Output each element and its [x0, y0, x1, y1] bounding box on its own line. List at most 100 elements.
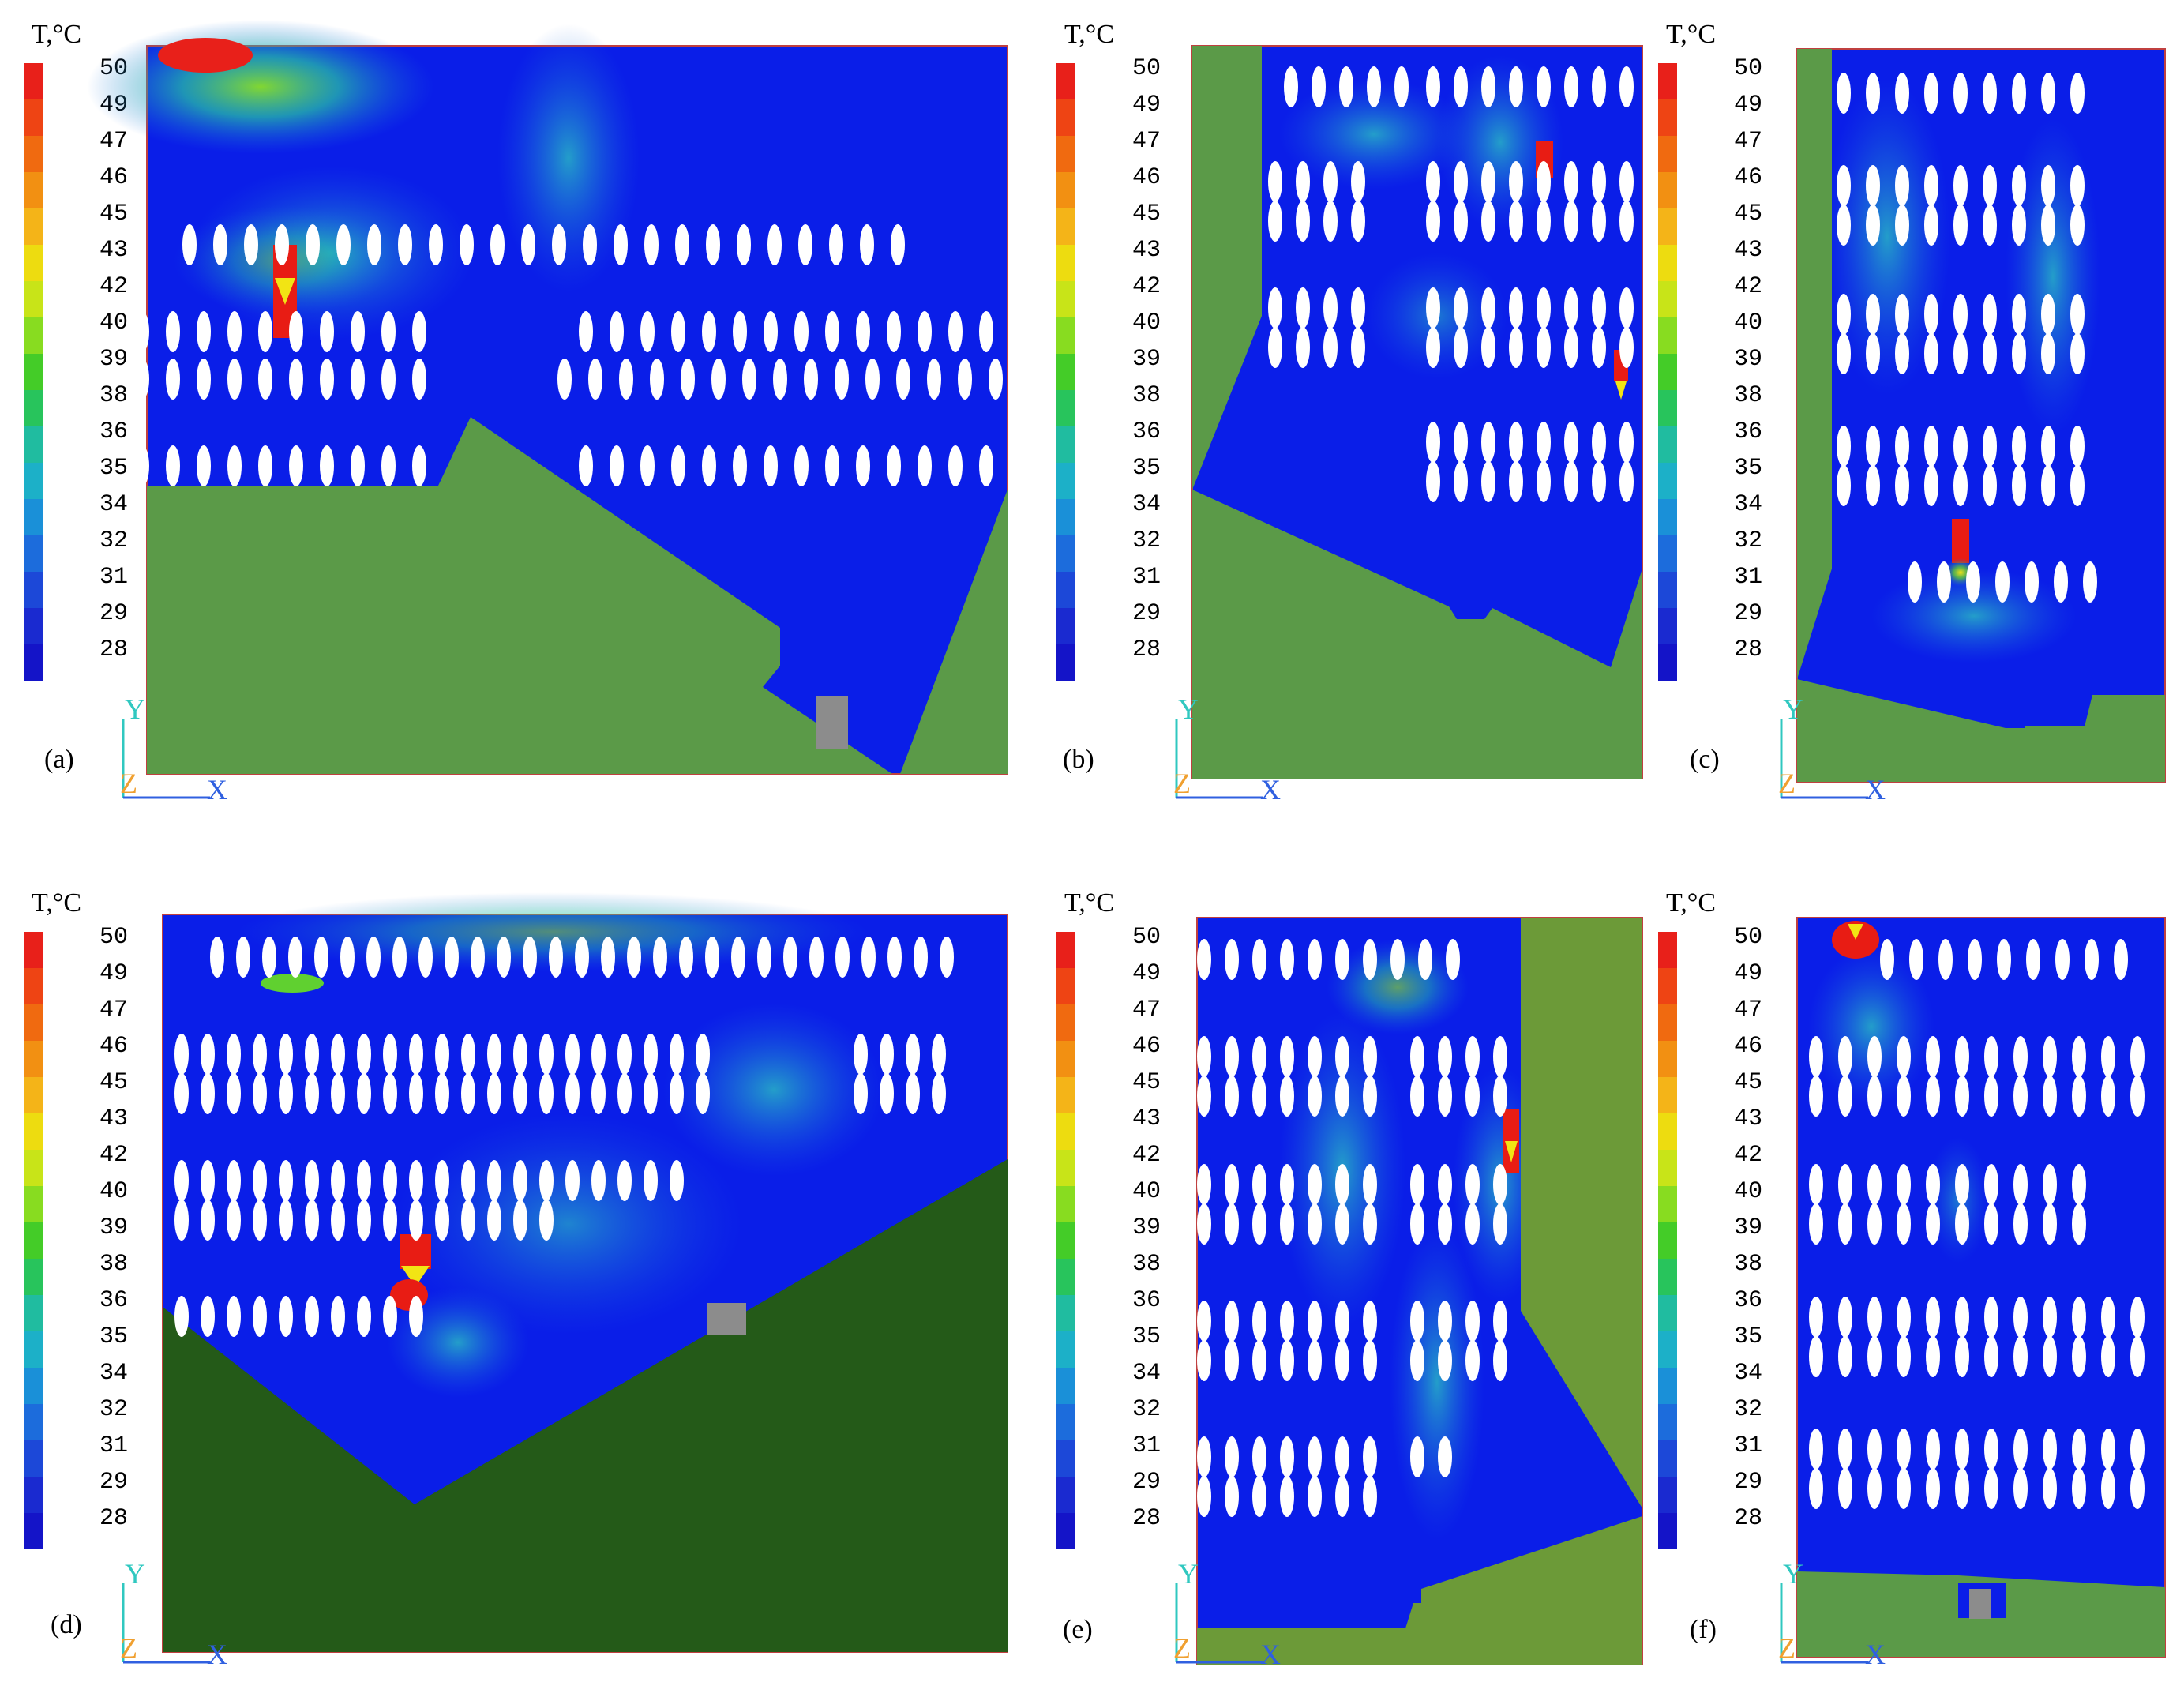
- seat: [1592, 201, 1606, 242]
- legend-tick-label: 40: [1132, 310, 1161, 336]
- seat: [1308, 939, 1322, 980]
- seat: [932, 1034, 946, 1075]
- seat: [2041, 73, 2055, 114]
- legend-swatch: [1658, 499, 1677, 535]
- seat: [989, 359, 1003, 400]
- seat: [591, 1034, 606, 1075]
- legend-swatch: [1658, 535, 1677, 572]
- legend-tick-label: 29: [1734, 600, 1762, 627]
- legend-swatch: [24, 208, 43, 245]
- seat: [2012, 426, 2026, 467]
- seat: [351, 445, 365, 486]
- seat: [289, 359, 303, 400]
- seat: [1955, 1164, 1969, 1205]
- seat: [2054, 561, 2068, 603]
- legend-swatch: [1056, 245, 1075, 281]
- legend-swatch: [1658, 1222, 1677, 1259]
- y-axis-label: Y: [1178, 693, 1199, 725]
- seat: [1984, 1468, 1998, 1509]
- seat: [1984, 1076, 1998, 1117]
- seat: [617, 1073, 632, 1114]
- seat: [1197, 1476, 1211, 1517]
- seat: [2043, 1336, 2057, 1377]
- seat: [1252, 1164, 1266, 1205]
- seat: [1564, 422, 1578, 463]
- seat: [1323, 161, 1338, 202]
- seat: [2130, 1468, 2145, 1509]
- seat: [1363, 939, 1377, 980]
- legend-tick-label: 39: [99, 346, 128, 373]
- seat: [1197, 1036, 1211, 1077]
- seat: [2043, 1468, 2057, 1509]
- legend-tick-label: 36: [1132, 1287, 1161, 1314]
- legend-swatch: [1056, 572, 1075, 608]
- seat: [340, 937, 355, 978]
- seat: [1837, 294, 1851, 335]
- seat: [1426, 461, 1440, 502]
- seat: [1867, 1203, 1882, 1245]
- seat: [627, 937, 641, 978]
- seat: [1268, 287, 1282, 329]
- legend-swatch: [1056, 426, 1075, 463]
- seat: [1426, 287, 1440, 329]
- seat: [351, 359, 365, 400]
- seat: [1367, 66, 1381, 107]
- seat: [2043, 1164, 2057, 1205]
- legend-swatch: [1658, 1368, 1677, 1404]
- y-axis-label: Y: [125, 1558, 145, 1590]
- z-axis-label: Z: [120, 1632, 137, 1664]
- legend-tick-label: 31: [1734, 564, 1762, 591]
- seat: [2072, 1297, 2086, 1338]
- seat: [1225, 1203, 1239, 1245]
- legend-tick-label: 46: [99, 1033, 128, 1060]
- legend-swatch: [24, 535, 43, 572]
- seat: [1481, 161, 1495, 202]
- legend-tick-label: 35: [1734, 455, 1762, 482]
- seat-rows: [1197, 939, 1507, 1517]
- seat: [461, 1200, 475, 1241]
- legend-tick-label: 47: [99, 128, 128, 155]
- seat: [1926, 1297, 1940, 1338]
- seat: [1363, 1436, 1377, 1477]
- legend-tick-label: 42: [99, 1142, 128, 1169]
- seat: [1335, 939, 1349, 980]
- seat: [279, 1160, 293, 1201]
- legend-swatch: [1056, 1513, 1075, 1549]
- seat: [1537, 287, 1551, 329]
- seat: [1465, 1203, 1480, 1245]
- seat: [1537, 461, 1551, 502]
- seat: [1509, 461, 1523, 502]
- seat: [197, 359, 211, 400]
- legend-tick-label: 49: [1132, 960, 1161, 987]
- seat: [320, 359, 334, 400]
- seat: [306, 224, 320, 265]
- seat: [860, 224, 874, 265]
- seat: [497, 937, 511, 978]
- y-axis-label: Y: [1783, 693, 1803, 725]
- seat: [166, 445, 180, 486]
- legend-swatch: [24, 1077, 43, 1113]
- seat: [1809, 1164, 1823, 1205]
- seat: [1564, 161, 1578, 202]
- legend-swatch: [1056, 1477, 1075, 1513]
- seat: [1897, 1468, 1911, 1509]
- seat: [565, 1160, 580, 1201]
- seat: [1895, 165, 1909, 206]
- seat: [236, 937, 250, 978]
- legend-tick-label: 39: [1132, 346, 1161, 373]
- seat: [2043, 1429, 2057, 1470]
- seat: [896, 359, 910, 400]
- legend-tick-label: 34: [1734, 1360, 1762, 1387]
- legend-swatch: [1658, 1077, 1677, 1113]
- seat: [1410, 1340, 1424, 1381]
- legend-swatch: [1056, 1404, 1075, 1440]
- seat: [1410, 1203, 1424, 1245]
- seat: [258, 311, 272, 352]
- seat: [591, 1073, 606, 1114]
- legend-tick-label: 31: [1734, 1432, 1762, 1459]
- seat: [1838, 1336, 1852, 1377]
- legend-swatch: [1056, 499, 1075, 535]
- seat: [2041, 294, 2055, 335]
- legend-swatch: [24, 245, 43, 281]
